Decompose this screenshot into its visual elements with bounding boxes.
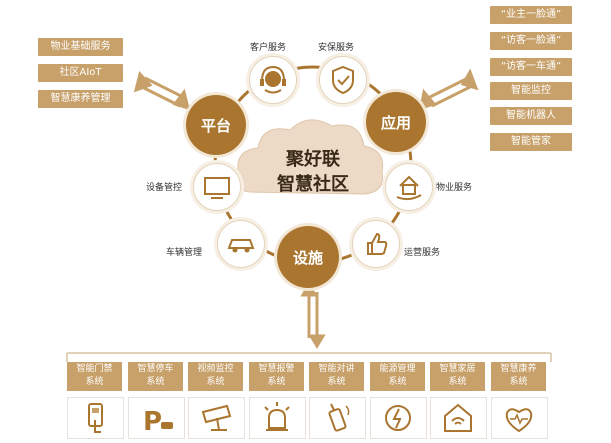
center-title-line1: 聚好联 bbox=[286, 149, 340, 170]
label-security-service: 安保服务 bbox=[318, 43, 355, 53]
left-tag-property-basic: 物业基础服务 bbox=[38, 38, 123, 56]
system-video-monitoring-line2: 系统 bbox=[206, 377, 225, 387]
cctv-camera-icon bbox=[201, 404, 232, 431]
vehicle-management-node bbox=[217, 220, 265, 268]
system-health-care-iconbox bbox=[491, 397, 548, 439]
system-parking-line2: 系统 bbox=[146, 377, 165, 387]
hub-facility: 设施 bbox=[277, 226, 339, 288]
label-property-service: 物业服务 bbox=[436, 183, 473, 193]
monitor-icon bbox=[204, 177, 230, 199]
left-double-arrow bbox=[133, 70, 191, 111]
hub-platform: 平台 bbox=[186, 95, 246, 155]
vertical-double-arrow bbox=[300, 282, 326, 349]
system-video-monitoring-line1: 视频监控 bbox=[197, 364, 234, 374]
system-energy-iconbox bbox=[370, 397, 427, 439]
system-smart-home-line2: 系统 bbox=[448, 377, 467, 387]
systems-bracket bbox=[66, 352, 552, 362]
thumbs-up-icon bbox=[367, 232, 388, 255]
right-double-arrow bbox=[419, 68, 479, 111]
customer-service-node bbox=[249, 56, 297, 104]
system-alarm-line2: 系统 bbox=[267, 377, 286, 387]
system-video-monitoring-iconbox bbox=[188, 397, 245, 439]
center-cloud bbox=[236, 119, 384, 195]
energy-icon bbox=[385, 405, 411, 431]
system-alarm-iconbox bbox=[249, 397, 306, 439]
car-icon bbox=[227, 239, 255, 253]
center-title-line2: 智慧社区 bbox=[277, 174, 349, 195]
system-smart-home-iconbox bbox=[430, 397, 487, 439]
system-energy-line2: 系统 bbox=[388, 377, 407, 387]
headset-icon bbox=[260, 65, 286, 94]
system-smart-home-line1: 智慧家居 bbox=[439, 364, 476, 374]
right-tag-robot: 智能机器人 bbox=[490, 107, 572, 125]
label-device-control: 设备管控 bbox=[146, 183, 183, 193]
system-access-control-line2: 系统 bbox=[85, 377, 104, 387]
system-access-control-line1: 智能门禁 bbox=[76, 364, 113, 374]
system-energy-line1: 能源管理 bbox=[379, 364, 416, 374]
system-access-control: 智能门禁系统 bbox=[67, 362, 122, 391]
system-energy: 能源管理系统 bbox=[370, 362, 425, 391]
system-health-care-line1: 智慧康养 bbox=[500, 364, 537, 374]
operation-service-node bbox=[352, 220, 400, 268]
smart-home-icon bbox=[444, 403, 472, 432]
property-service-node bbox=[385, 163, 433, 211]
hub-application: 应用 bbox=[366, 92, 426, 152]
label-vehicle-management: 车辆管理 bbox=[166, 248, 203, 258]
label-operation-service: 运营服务 bbox=[404, 248, 441, 258]
label-customer-service: 客户服务 bbox=[250, 43, 287, 53]
alarm-light-icon bbox=[264, 402, 290, 431]
left-tag-aiot: 社区AIoT bbox=[38, 64, 123, 82]
system-smart-home: 智慧家居系统 bbox=[430, 362, 485, 391]
right-tag-visitor-face: “访客一脸通” bbox=[490, 32, 572, 50]
health-heart-icon bbox=[505, 408, 533, 433]
device-control-node bbox=[193, 163, 241, 211]
house-hand-icon bbox=[396, 175, 422, 201]
system-health-care-line2: 系统 bbox=[509, 377, 528, 387]
system-alarm-line1: 智慧报警 bbox=[258, 364, 295, 374]
system-parking-iconbox: P bbox=[128, 397, 185, 439]
system-intercom: 智能对讲系统 bbox=[309, 362, 364, 391]
left-tag-health-mgmt: 智慧康养管理 bbox=[38, 90, 123, 108]
center-title: 聚好联 智慧社区 bbox=[258, 147, 368, 197]
system-intercom-line1: 智能对讲 bbox=[318, 364, 355, 374]
system-health-care: 智慧康养系统 bbox=[491, 362, 546, 391]
access-card-icon bbox=[88, 403, 103, 433]
right-tag-visitor-car: “访客一车通” bbox=[490, 58, 572, 76]
system-video-monitoring: 视频监控系统 bbox=[188, 362, 243, 391]
right-tag-butler: 智能管家 bbox=[490, 133, 572, 151]
parking-icon: P bbox=[143, 407, 173, 437]
system-intercom-line2: 系统 bbox=[327, 377, 346, 387]
right-tag-monitoring: 智能监控 bbox=[490, 82, 572, 100]
intercom-icon bbox=[328, 403, 350, 432]
svg-text:P: P bbox=[143, 407, 162, 437]
right-tag-owner-face: “业主一脸通” bbox=[490, 6, 572, 24]
system-parking: 智慧停车系统 bbox=[128, 362, 183, 391]
security-service-node bbox=[319, 56, 367, 104]
system-parking-line1: 智慧停车 bbox=[137, 364, 174, 374]
shield-check-icon bbox=[332, 65, 354, 95]
system-intercom-iconbox bbox=[309, 397, 366, 439]
system-alarm: 智慧报警系统 bbox=[249, 362, 304, 391]
system-access-control-iconbox bbox=[67, 397, 124, 439]
